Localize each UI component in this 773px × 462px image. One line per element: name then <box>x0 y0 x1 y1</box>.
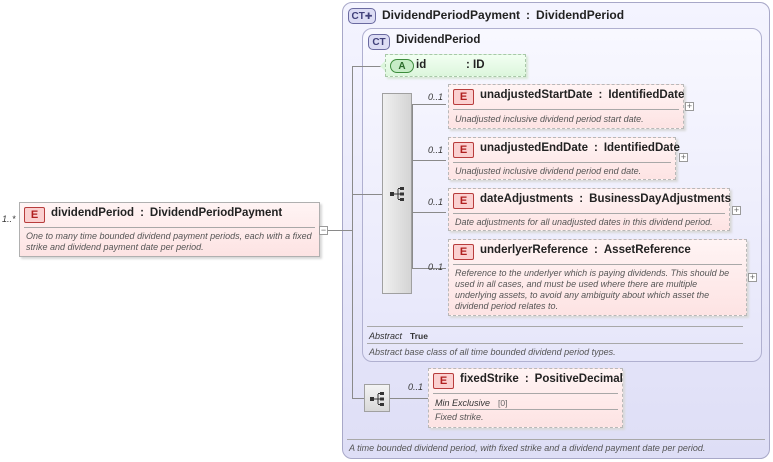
multiplicity: 0..1 <box>428 145 444 155</box>
element-description: Reference to the underlyer which is payi… <box>455 268 730 311</box>
element-badge: E <box>433 373 454 389</box>
divider <box>24 227 315 228</box>
element-description: Unadjusted inclusive dividend period end… <box>455 166 642 176</box>
facet-min-exclusive: Min Exclusive[0] <box>435 398 508 408</box>
extension-icon: ✚ <box>364 11 373 21</box>
element-unadjusted-end-date[interactable]: E unadjustedEndDate:IdentifiedDate Unadj… <box>448 137 680 180</box>
multiplicity: 0..1 <box>428 92 444 102</box>
element-description: Unadjusted inclusive dividend period sta… <box>455 114 644 124</box>
element-unadjusted-start-date[interactable]: E unadjustedStartDate:IdentifiedDate Una… <box>448 84 684 129</box>
expand-icon[interactable]: − <box>319 225 328 235</box>
complex-type-badge: CT✚ <box>348 8 376 24</box>
divider <box>433 393 618 394</box>
complex-type-title: DividendPeriodPayment:DividendPeriod <box>382 8 625 22</box>
multiplicity: 1..* <box>2 214 16 224</box>
divider <box>347 439 765 440</box>
element-badge: E <box>453 142 474 158</box>
element-description: Fixed strike. <box>435 412 484 422</box>
element-title: fixedStrike:PositiveDecimal <box>460 373 623 385</box>
element-date-adjustments[interactable]: E dateAdjustments:BusinessDayAdjustments… <box>448 188 732 231</box>
connector <box>412 212 446 213</box>
multiplicity: 0..1 <box>428 262 444 272</box>
element-underlyer-reference[interactable]: E underlyerReference:AssetReference Refe… <box>448 239 747 316</box>
multiplicity: 0..1 <box>408 382 424 392</box>
connector <box>412 104 413 268</box>
plus-icon[interactable]: + <box>679 152 688 162</box>
sequence-compositor[interactable] <box>364 384 390 412</box>
connector <box>352 66 384 67</box>
element-title: unadjustedStartDate:IdentifiedDate <box>480 89 685 101</box>
connector <box>352 398 364 399</box>
attribute-name: id <box>416 59 427 71</box>
sequence-icon <box>370 392 384 406</box>
connector <box>328 230 352 231</box>
attribute-id[interactable]: A id : ID <box>385 54 526 77</box>
element-title: dateAdjustments:BusinessDayAdjustments <box>480 193 732 205</box>
connector <box>412 268 446 269</box>
multiplicity: 0..1 <box>428 197 444 207</box>
connector <box>390 398 428 399</box>
element-title: dividendPeriod:DividendPeriodPayment <box>51 207 283 219</box>
divider <box>367 326 743 327</box>
attribute-badge: A <box>390 59 414 73</box>
attribute-pointer <box>380 60 386 72</box>
element-title: unadjustedEndDate:IdentifiedDate <box>480 142 680 154</box>
element-badge: E <box>24 207 45 223</box>
complex-type-description: A time bounded dividend period, with fix… <box>349 443 706 453</box>
divider <box>433 409 618 410</box>
element-dividend-period[interactable]: E dividendPeriod:DividendPeriodPayment O… <box>19 202 320 257</box>
connector <box>412 160 446 161</box>
element-title: underlyerReference:AssetReference <box>480 244 691 256</box>
plus-icon[interactable]: + <box>748 272 757 282</box>
element-badge: E <box>453 193 474 209</box>
plus-icon[interactable]: + <box>685 101 694 111</box>
element-badge: E <box>453 89 474 105</box>
attribute-type: : ID <box>466 59 485 71</box>
element-description: Date adjustments for all unadjusted date… <box>455 217 713 227</box>
element-description: One to many time bounded dividend paymen… <box>26 231 312 252</box>
complex-type-title: DividendPeriod <box>396 34 481 46</box>
sequence-compositor[interactable] <box>382 93 412 294</box>
sequence-icon <box>390 187 404 201</box>
connector <box>352 194 382 195</box>
divider <box>453 213 725 214</box>
divider <box>453 109 679 110</box>
connector <box>352 66 353 398</box>
connector <box>412 104 446 105</box>
divider <box>453 264 742 265</box>
divider <box>367 343 743 344</box>
complex-type-badge: CT <box>368 34 390 50</box>
element-badge: E <box>453 244 474 260</box>
element-fixed-strike[interactable]: E fixedStrike:PositiveDecimal Min Exclus… <box>428 368 623 428</box>
complex-type-description: Abstract base class of all time bounded … <box>369 347 616 357</box>
divider <box>453 162 671 163</box>
plus-icon[interactable]: + <box>732 205 741 215</box>
